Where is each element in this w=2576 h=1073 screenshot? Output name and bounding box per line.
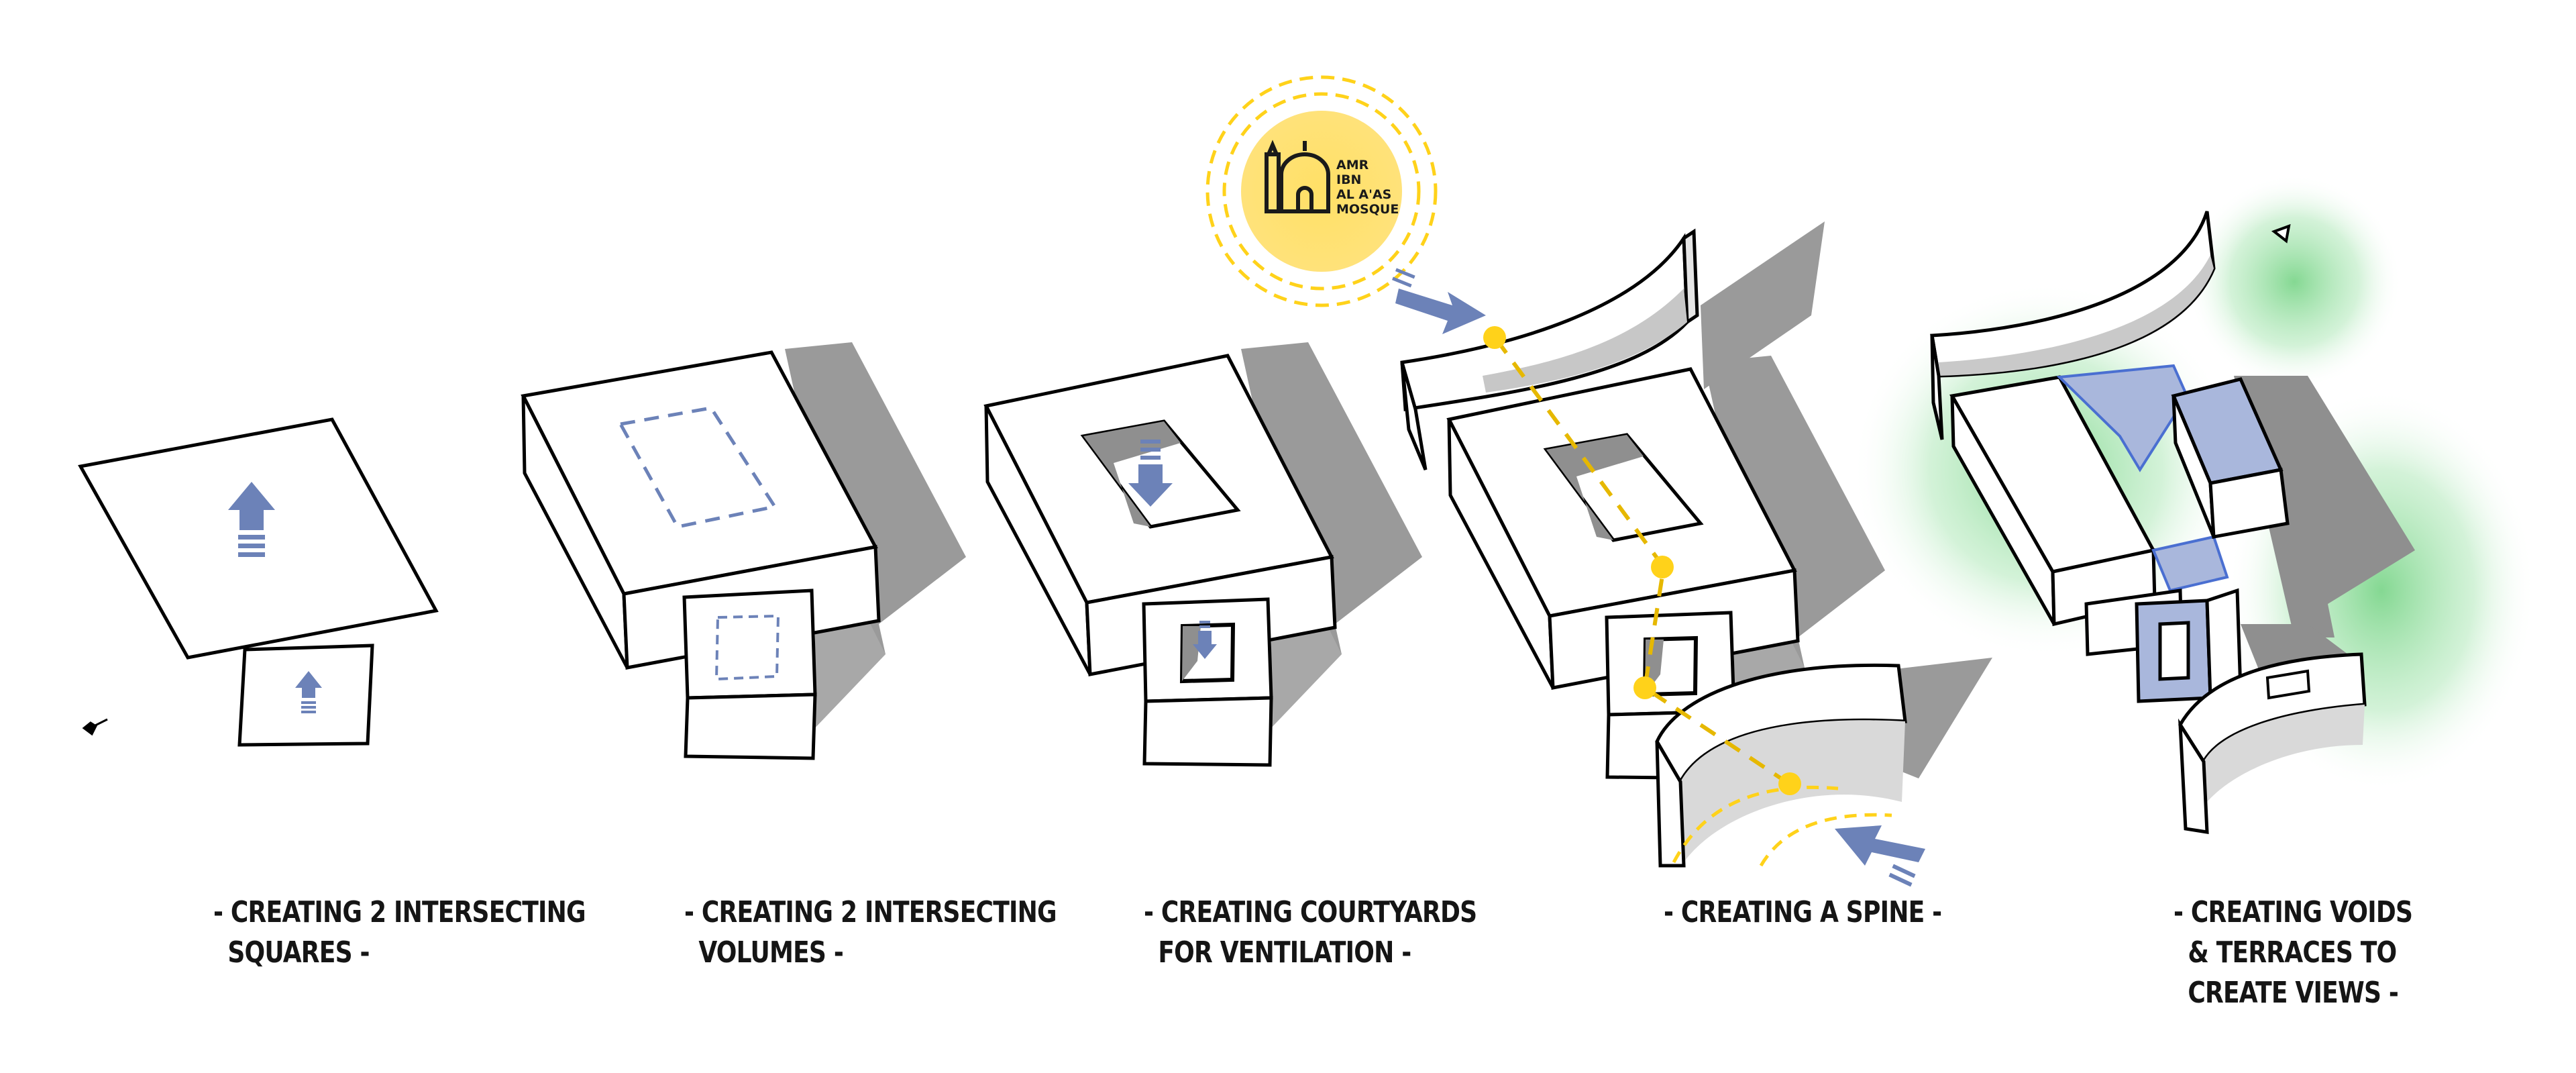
caption-step3: - CREATING COURTYARDS FOR VENTILATION - [1144, 892, 1477, 973]
green-view-cone-top [2187, 174, 2402, 389]
caption-step3-line2: FOR VENTILATION - [1144, 933, 1477, 973]
step1-diagram [80, 419, 436, 745]
caption-step2: - CREATING 2 INTERSECTING VOLUMES - [684, 892, 1057, 973]
caption-step4: - CREATING A SPINE - [1664, 892, 1941, 933]
caption-step1-line1: - CREATING 2 INTERSECTING [213, 892, 586, 933]
step2-diagram [523, 342, 966, 758]
landmark-line1: AMR [1336, 158, 1369, 172]
step5-diagram [1851, 174, 2536, 832]
caption-step5-line2: & TERRACES TO [2174, 933, 2412, 973]
curved-wall-face [1684, 232, 1697, 322]
landmark-line3: AL A'AS [1336, 187, 1391, 202]
landmark-line2: IBN [1336, 172, 1361, 187]
spine-node-4 [1778, 772, 1801, 795]
caption-step3-line1: - CREATING COURTYARDS [1144, 892, 1477, 933]
caption-step4-line1: - CREATING A SPINE - [1664, 892, 1941, 933]
spine-node-1 [1483, 326, 1506, 349]
caption-step2-line2: VOLUMES - [684, 933, 1057, 973]
caption-step1-line2: SQUARES - [213, 933, 586, 973]
caption-step5: - CREATING VOIDS & TERRACES TO CREATE VI… [2174, 892, 2412, 1013]
caption-step1: - CREATING 2 INTERSECTING SQUARES - [213, 892, 586, 973]
diagonal-arrow-icon [1392, 268, 1486, 334]
spine-node-3 [1633, 676, 1656, 699]
landmark-line4: MOSQUE [1336, 202, 1399, 217]
pen-mark [84, 719, 107, 734]
caption-step5-line1: - CREATING VOIDS [2174, 892, 2412, 933]
step3-diagram [986, 342, 1422, 765]
right-block-side [2210, 470, 2288, 537]
small-ring-front [1144, 698, 1271, 765]
spine-node-2 [1651, 556, 1674, 578]
small-tower-void [2160, 623, 2188, 679]
caption-step2-line1: - CREATING 2 INTERSECTING [684, 892, 1057, 933]
small-volume-front [686, 695, 815, 758]
shadow-small [812, 621, 885, 731]
small-volume-top [684, 591, 815, 698]
diagonal-arrow-bottom-icon [1835, 825, 1925, 886]
caption-step5-line3: CREATE VIEWS - [2174, 973, 2412, 1013]
